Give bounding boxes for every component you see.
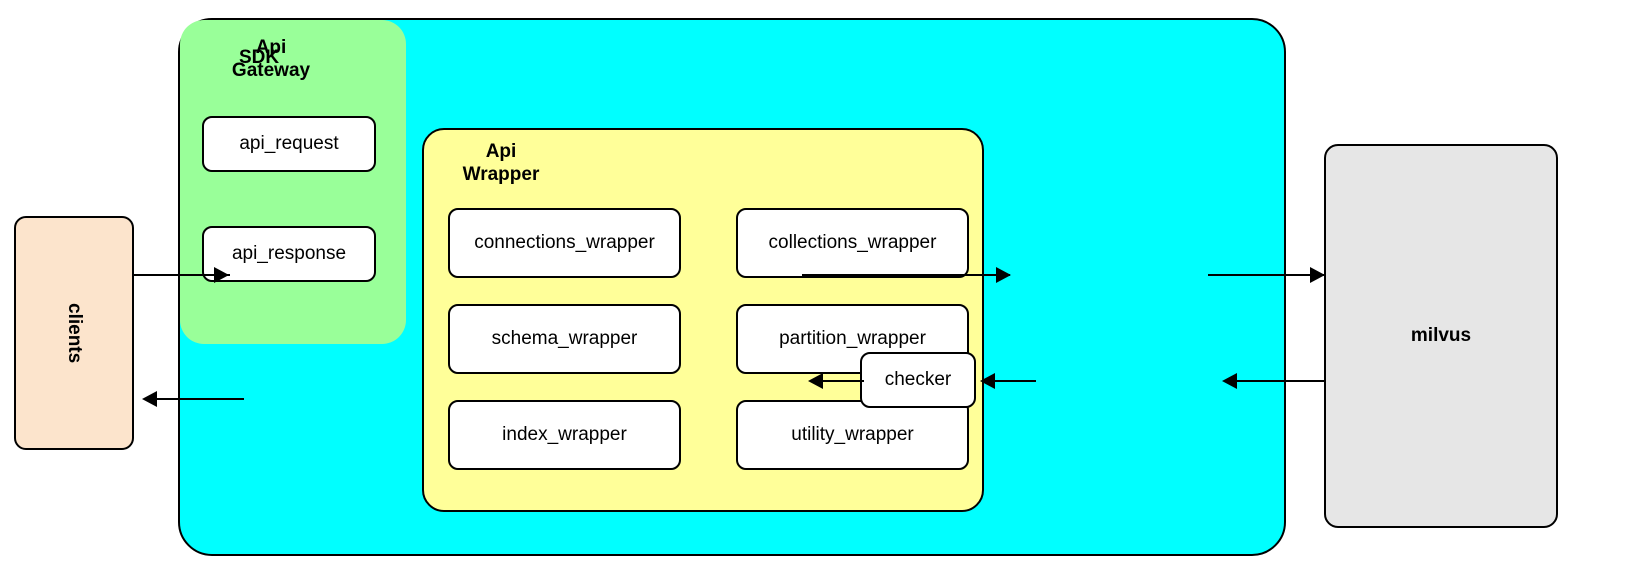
milvus-node[interactable]: milvus: [1324, 144, 1558, 528]
module-index-wrapper[interactable]: index_wrapper: [448, 400, 681, 470]
api-response-node[interactable]: api_response: [202, 226, 376, 282]
edge-response-to-checker: [990, 380, 1036, 382]
edge-checker-to-wrapper: [820, 380, 864, 382]
edge-request-to-milvus: [1208, 274, 1326, 276]
sdk-label: SDK: [238, 47, 280, 68]
arrowhead-wrapper-to-gateway-icon: [996, 267, 1011, 283]
clients-label: clients: [64, 302, 85, 364]
api-wrapper-container[interactable]: Api Wrapper connections_wrapper collecti…: [422, 128, 984, 512]
api-wrapper-label: Api Wrapper: [462, 141, 540, 185]
clients-node[interactable]: clients: [14, 216, 134, 450]
checker-label: checker: [884, 369, 952, 390]
module-label: schema_wrapper: [491, 328, 638, 349]
api-request-node[interactable]: api_request: [202, 116, 376, 172]
arrowhead-milvus-to-response-icon: [1222, 373, 1237, 389]
module-collections-wrapper[interactable]: collections_wrapper: [736, 208, 969, 278]
arrowhead-clients-to-sdk-icon: [214, 267, 229, 283]
module-label: collections_wrapper: [768, 232, 937, 253]
arrowhead-request-to-milvus-icon: [1310, 267, 1325, 283]
module-utility-wrapper[interactable]: utility_wrapper: [736, 400, 969, 470]
module-label: connections_wrapper: [474, 232, 655, 253]
module-schema-wrapper[interactable]: schema_wrapper: [448, 304, 681, 374]
api-gateway-container[interactable]: Api Gateway api_request api_response: [180, 20, 406, 344]
edge-sdk-to-clients: [150, 398, 244, 400]
module-label: partition_wrapper: [779, 328, 926, 349]
module-label: utility_wrapper: [791, 424, 914, 445]
arrowhead-response-to-checker-icon: [980, 373, 995, 389]
edge-milvus-to-response: [1230, 380, 1326, 382]
arrowhead-checker-to-wrapper-icon: [808, 373, 823, 389]
edge-wrapper-to-gateway: [802, 274, 1010, 276]
api-response-label: api_response: [231, 243, 347, 264]
edge-clients-to-sdk: [134, 274, 230, 276]
sdk-container[interactable]: SDK Api Wrapper connections_wrapper coll…: [178, 18, 1286, 556]
api-request-label: api_request: [239, 133, 339, 154]
module-connections-wrapper[interactable]: connections_wrapper: [448, 208, 681, 278]
module-label: index_wrapper: [502, 424, 627, 445]
checker-node[interactable]: checker: [860, 352, 976, 408]
milvus-label: milvus: [1410, 325, 1472, 346]
api-gateway-label: Api Gateway: [231, 37, 311, 81]
arrowhead-sdk-to-clients-icon: [142, 391, 157, 407]
